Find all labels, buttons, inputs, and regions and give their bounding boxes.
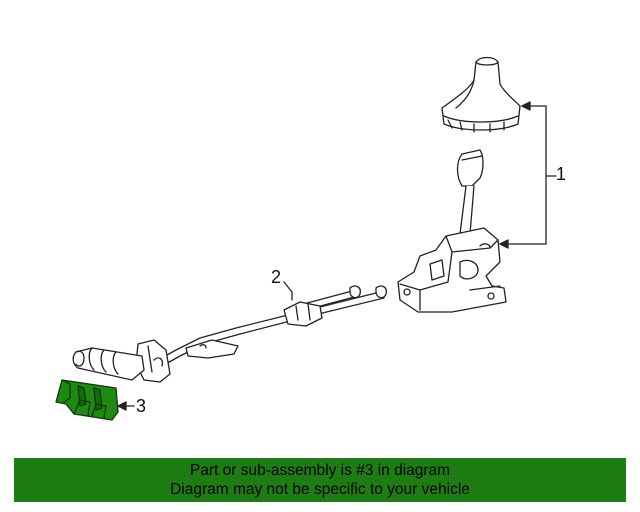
callout-3-label: 3 (136, 396, 147, 416)
shift-boot[interactable] (441, 56, 521, 133)
shifter-assembly[interactable] (397, 149, 507, 313)
banner-line-part-number: Part or sub-assembly is #3 in diagram (189, 462, 451, 479)
callout-2-leader (283, 281, 293, 301)
highlighted-part-3[interactable] (55, 379, 119, 421)
callout-1-label: 1 (556, 164, 567, 184)
cable-end-bracket[interactable] (72, 339, 171, 383)
callout-2-label: 2 (271, 267, 282, 287)
callout-3-leader (117, 401, 135, 411)
info-banner: Part or sub-assembly is #3 in diagram Di… (14, 458, 626, 502)
callout-1-leader (499, 101, 557, 249)
shift-cable[interactable] (157, 285, 387, 367)
exploded-parts-diagram (55, 56, 557, 421)
banner-line-disclaimer: Diagram may not be specific to your vehi… (170, 481, 470, 498)
